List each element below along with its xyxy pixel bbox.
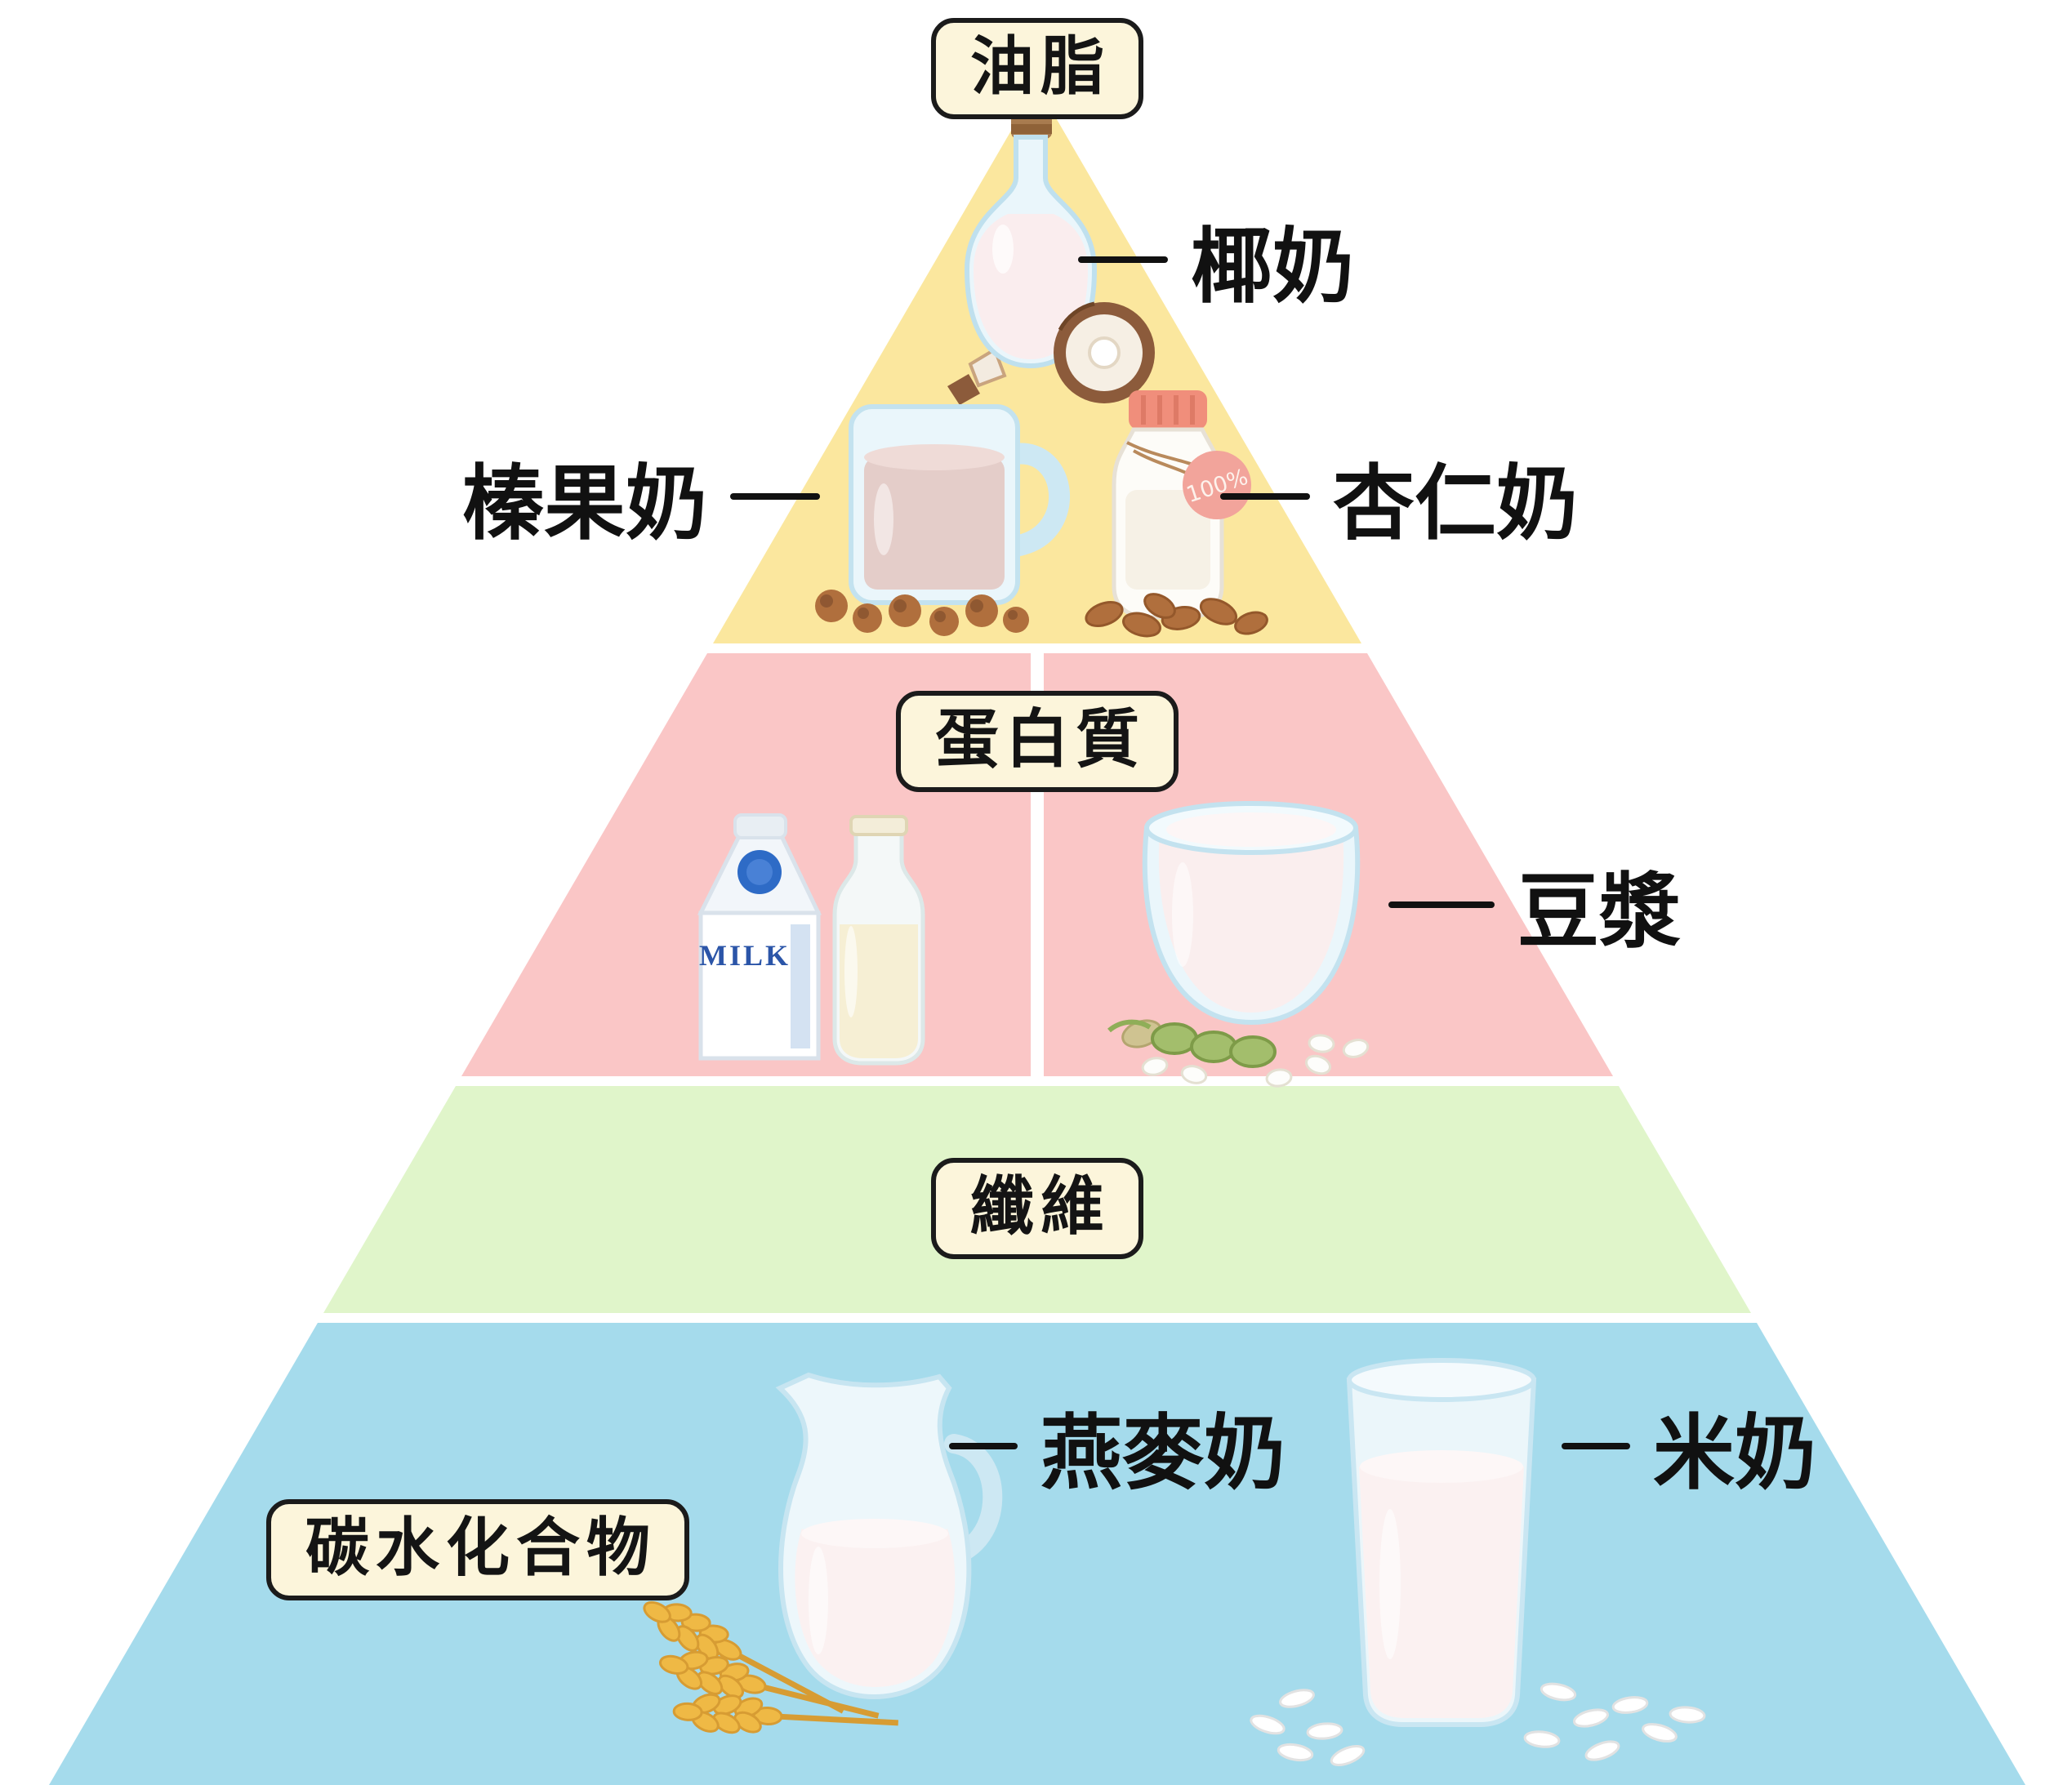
soybean-pod-icon — [1107, 1019, 1277, 1068]
callout-label-coconut: 椰奶 — [1191, 219, 1354, 314]
callout-label-hazelnut: 榛果奶 — [462, 456, 707, 551]
level-label-fats: 油脂 — [969, 30, 1112, 104]
soy-milk-illustration — [1107, 801, 1370, 1088]
callout-oat-milk: 燕麥奶 — [949, 1387, 1286, 1505]
milk-bottle-illustration — [832, 815, 925, 1066]
level-box-fiber: 纖維 — [930, 1158, 1144, 1259]
almonds-icon — [1085, 593, 1268, 638]
callout-rice-milk: 米奶 — [1562, 1387, 1816, 1505]
callout-line — [730, 492, 820, 500]
callout-coconut-milk: 椰奶 — [1078, 200, 1354, 318]
level-box-fats: 油脂 — [930, 18, 1144, 119]
callout-soy-milk: 豆漿 — [1388, 845, 1681, 964]
coconut-milk-illustration — [947, 106, 1155, 405]
mug-handle-icon — [1005, 443, 1070, 556]
callout-label-soy: 豆漿 — [1517, 864, 1681, 959]
level-label-carbs: 碳水化合物 — [305, 1511, 657, 1585]
level-box-protein: 蛋白質 — [895, 691, 1179, 792]
callout-line — [1388, 901, 1495, 908]
callout-label-almond: 杏仁奶 — [1333, 456, 1578, 551]
soybeans-icon — [1141, 1034, 1370, 1088]
almond-milk-illustration: 100% — [1085, 390, 1268, 638]
level-label-protein: 蛋白質 — [934, 703, 1147, 777]
callout-hazelnut-milk: 榛果奶 — [462, 437, 820, 555]
oat-milk-illustration — [635, 1372, 1003, 1745]
level-box-carbs: 碳水化合物 — [265, 1499, 690, 1600]
rice-grains-icon — [1250, 1682, 1706, 1766]
bottle-cap-icon — [1129, 390, 1207, 430]
callout-line — [949, 1442, 1018, 1449]
callout-line — [1078, 256, 1168, 263]
callout-label-oat: 燕麥奶 — [1040, 1405, 1286, 1501]
hazelnut-milk-illustration — [815, 404, 1070, 636]
milk-carton-illustration: MILK — [697, 813, 822, 1061]
level-label-fiber: 纖維 — [969, 1170, 1112, 1244]
callout-line — [1220, 492, 1310, 500]
percentage-tag-icon — [1183, 451, 1251, 519]
callout-almond-milk: 杏仁奶 — [1220, 437, 1578, 555]
callout-label-rice: 米奶 — [1653, 1405, 1816, 1501]
rice-milk-illustration — [1250, 1358, 1706, 1766]
callout-line — [1562, 1442, 1630, 1449]
milk-carton-label: MILK — [699, 939, 791, 972]
